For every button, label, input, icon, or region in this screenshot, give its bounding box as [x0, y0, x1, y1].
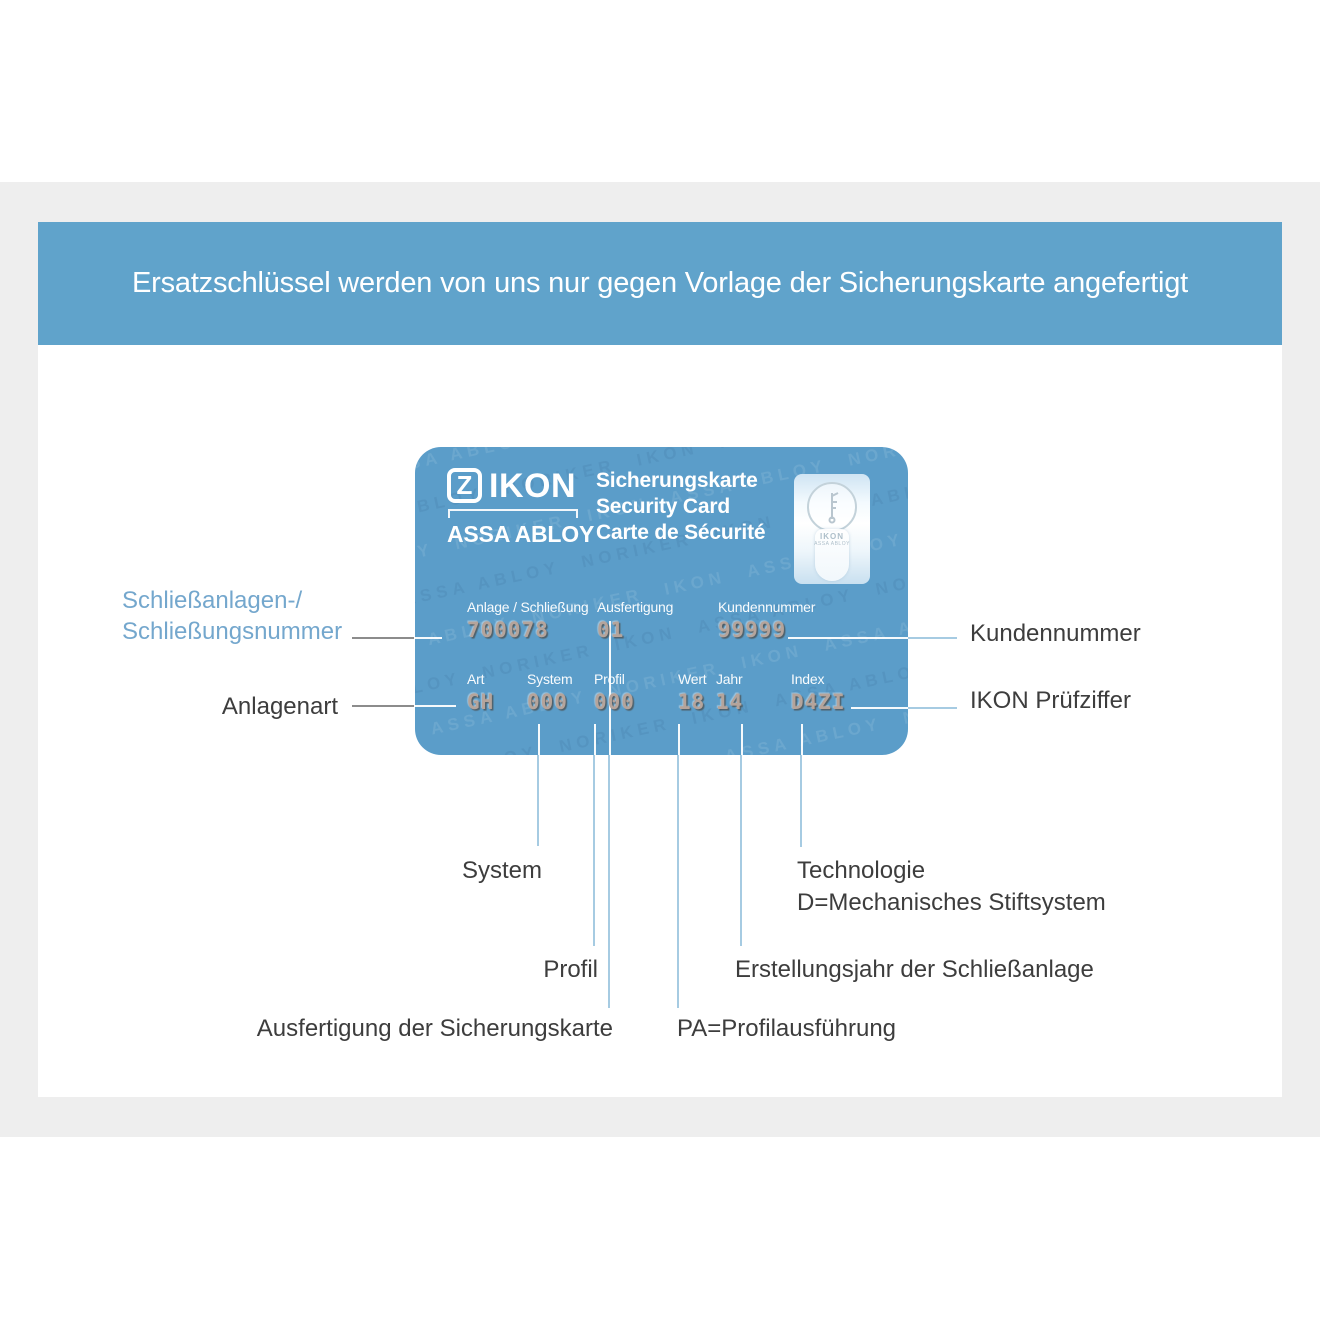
- card-line-kundennummer-right: [788, 637, 908, 639]
- connector-schliessnummer: [352, 637, 414, 639]
- field-anlage-schliessung: Anlage / Schließung 700078: [467, 599, 589, 642]
- label-system: System: [461, 857, 542, 884]
- field-label: Ausfertigung: [597, 599, 674, 615]
- field-value: GH: [467, 690, 495, 714]
- label-schliessanlagennummer: Schließanlagen-/ Schließungsnummer: [122, 585, 342, 647]
- ikon-logo-wordmark: IKON: [489, 466, 576, 505]
- connector-wert: [677, 755, 679, 1008]
- field-label: Anlage / Schließung: [467, 599, 589, 615]
- card-line-art-left: [415, 705, 456, 707]
- card-line-anlage-left: [415, 637, 442, 639]
- field-value: 000: [527, 690, 568, 714]
- logo-bracket-line: [448, 509, 578, 518]
- card-line-index: [801, 724, 803, 755]
- hologram-patch: IKON ASSA ABLOY: [794, 474, 870, 584]
- label-technologie: Technologie D=Mechanisches Stiftsystem: [797, 855, 1106, 919]
- field-label: Index: [791, 671, 825, 687]
- connector-pruefziffer: [908, 707, 957, 709]
- field-label: Profil: [594, 671, 625, 687]
- connector-index: [800, 755, 802, 847]
- field-label: Kundennummer: [718, 599, 816, 615]
- security-card: IKON ASSA ABLOY NORIKER IKON ASSA ABLOY …: [415, 447, 908, 755]
- card-line-system: [538, 724, 540, 755]
- field-profil: Profil 000: [594, 671, 635, 714]
- label-line: Schließungsnummer: [122, 618, 343, 645]
- hologram-caption: IKON ASSA ABLOY: [794, 532, 870, 547]
- label-line: D=Mechanisches Stiftsystem: [797, 889, 1106, 916]
- field-value: 18: [678, 690, 706, 714]
- connector-jahr: [740, 755, 742, 946]
- field-kundennummer: Kundennummer 99999: [718, 599, 815, 642]
- key-cylinder-icon: [807, 482, 857, 532]
- label-ausfertigung-karte: Ausfertigung der Sicherungskarte: [256, 1015, 613, 1042]
- label-line: Schließanlagen-/: [122, 587, 303, 614]
- card-title-fr: Carte de Sécurité: [596, 521, 766, 544]
- field-value: 000: [594, 690, 635, 714]
- label-line: Technologie: [797, 857, 926, 884]
- label-profil: Profil: [543, 956, 598, 983]
- field-index: Index D4ZI: [791, 671, 846, 714]
- ikon-logo-z-icon: Z: [447, 468, 482, 503]
- hologram-company: ASSA ABLOY: [814, 541, 850, 547]
- field-label: System: [527, 671, 573, 687]
- field-value: 700078: [467, 618, 549, 642]
- card-line-profil: [594, 724, 596, 755]
- connector-system: [537, 755, 539, 846]
- card-title-de: Sicherungskarte: [596, 469, 758, 492]
- field-wert: Wert 18: [678, 671, 707, 714]
- connector-anlagenart: [352, 705, 414, 707]
- card-title-block: Sicherungskarte Security Card Carte de S…: [596, 468, 766, 546]
- field-jahr: Jahr 14: [716, 671, 743, 714]
- field-value: D4ZI: [791, 690, 846, 714]
- field-ausfertigung: Ausfertigung 01: [597, 599, 673, 642]
- card-line-jahr: [741, 724, 743, 755]
- cylinder-silhouette: [815, 529, 849, 581]
- label-anlagenart: Anlagenart: [221, 693, 338, 720]
- field-label: Jahr: [716, 671, 743, 687]
- label-erstellungsjahr: Erstellungsjahr der Schließanlage: [735, 956, 1094, 983]
- field-value: 01: [597, 618, 625, 642]
- connector-profil: [593, 755, 595, 946]
- card-line-wert: [678, 724, 680, 755]
- banner-headline: Ersatzschlüssel werden von uns nur gegen…: [131, 267, 1189, 299]
- field-system: System 000: [527, 671, 573, 714]
- field-value: 99999: [718, 618, 787, 642]
- label-kundennummer: Kundennummer: [970, 620, 1141, 647]
- connector-kundennummer: [908, 637, 957, 639]
- field-value: 14: [716, 690, 744, 714]
- field-label: Art: [467, 671, 485, 687]
- card-line-index-right: [851, 707, 908, 709]
- label-ikon-pruefziffer: IKON Prüfziffer: [970, 687, 1131, 714]
- hologram-brand: IKON: [820, 532, 844, 541]
- assa-abloy-wordmark: ASSA ABLOY: [447, 521, 595, 547]
- card-line-ausfertigung: [609, 621, 611, 755]
- connector-ausfertigung: [608, 755, 610, 1008]
- label-pa-profilausfuehrung: PA=Profilausführung: [677, 1015, 897, 1042]
- ikon-logo: Z IKON: [447, 468, 576, 503]
- card-title-en: Security Card: [596, 495, 730, 518]
- field-art: Art GH: [467, 671, 494, 714]
- notice-banner: Ersatzschlüssel werden von uns nur gegen…: [38, 222, 1282, 345]
- field-label: Wert: [678, 671, 707, 687]
